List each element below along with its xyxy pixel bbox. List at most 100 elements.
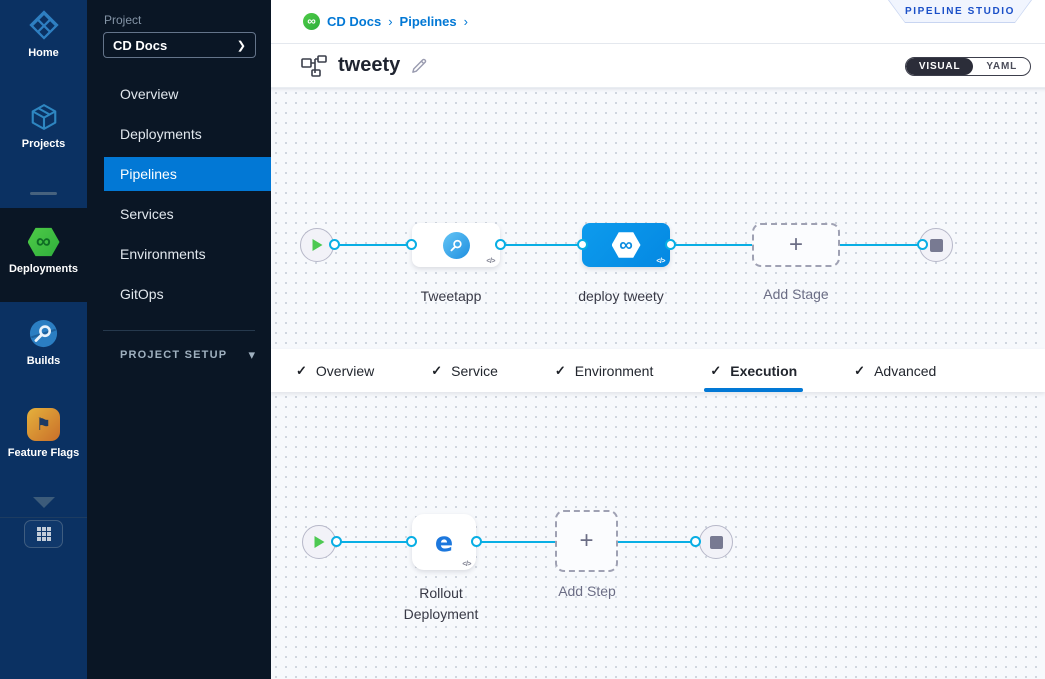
rail-item-builds[interactable]: Builds <box>0 318 87 368</box>
tab-service[interactable]: ✓ Service <box>431 362 498 379</box>
add-stage-node[interactable]: + <box>752 223 840 267</box>
rail-item-label: Deployments <box>8 263 79 275</box>
add-stage-label: Add Stage <box>763 286 829 302</box>
node-port[interactable] <box>406 239 417 250</box>
node-port[interactable] <box>690 536 701 547</box>
project-name: CD Docs <box>113 37 168 53</box>
node-port[interactable] <box>329 239 340 250</box>
project-selector[interactable]: CD Docs ❯ <box>103 32 256 58</box>
check-icon: ✓ <box>554 362 566 378</box>
play-icon <box>312 239 322 251</box>
pipeline-studio-badge-label: PIPELINE STUDIO <box>904 5 1016 17</box>
toggle-visual[interactable]: VISUAL <box>905 58 974 75</box>
sidebar-menu: Overview Deployments Pipelines Services … <box>87 74 271 314</box>
ci-circle-icon <box>29 319 58 348</box>
sidebar-item-pipelines[interactable]: Pipelines <box>104 157 271 191</box>
sidebar-item-environments[interactable]: Environments <box>120 246 206 262</box>
execution-end-node[interactable] <box>699 525 733 559</box>
check-icon: ✓ <box>854 362 866 378</box>
k8s-rolling-icon: e <box>434 526 454 558</box>
code-icon[interactable]: </> <box>656 258 665 265</box>
check-icon: ✓ <box>296 362 307 378</box>
sidebar-divider <box>103 330 255 331</box>
breadcrumb-separator-icon: › <box>388 14 393 29</box>
projects-cube-icon <box>31 104 56 130</box>
module-rail: Home Projects ∞ Deployments Builds ⚑ Fea… <box>0 0 87 679</box>
grid-icon <box>36 527 51 541</box>
stage-label: Tweetapp <box>420 288 482 304</box>
project-label: Project <box>104 13 142 27</box>
node-port[interactable] <box>917 239 928 250</box>
rail-item-feature-flags[interactable]: ⚑ Feature Flags <box>0 408 87 460</box>
node-port[interactable] <box>471 536 482 547</box>
node-port[interactable] <box>331 536 342 547</box>
execution-canvas[interactable]: e </> + Rollout Deployment Add Step <box>271 392 1045 679</box>
stop-icon <box>709 535 723 549</box>
stage-label: deploy tweety <box>578 288 664 304</box>
play-icon <box>314 536 324 548</box>
pipeline-flowchart-icon <box>301 54 327 77</box>
stage-config-tabs: ✓ Overview ✓ Service ✓ Environment ✓ Exe… <box>271 349 1045 392</box>
main-area: ∞ CD Docs › Pipelines › PIPELINE STUDIO … <box>271 0 1045 679</box>
connector-line <box>840 244 922 246</box>
breadcrumb-separator-icon: › <box>463 14 468 29</box>
node-port[interactable] <box>406 536 417 547</box>
chevron-right-icon: ❯ <box>236 39 246 52</box>
project-setup-label: PROJECT SETUP <box>120 349 228 361</box>
step-node-rollout-deployment[interactable]: e </> <box>412 514 476 570</box>
add-step-label: Add Step <box>558 583 616 599</box>
stop-icon <box>929 238 943 252</box>
tab-overview[interactable]: ✓ Overview <box>296 362 375 379</box>
stage-node-deploy-tweety[interactable]: ∞ </> <box>582 223 670 267</box>
node-port[interactable] <box>495 239 506 250</box>
pipeline-name: tweety <box>338 54 401 76</box>
code-icon[interactable]: </> <box>462 561 471 568</box>
cd-stage-icon: ∞ <box>611 232 641 258</box>
feature-flag-icon: ⚑ <box>27 408 60 441</box>
rail-item-label: Projects <box>21 138 66 150</box>
step-label: Rollout Deployment <box>403 585 479 622</box>
sidebar-item-deployments[interactable]: Deployments <box>120 126 202 142</box>
chevron-down-icon: ▾ <box>248 347 255 362</box>
connector-line <box>618 541 695 543</box>
rail-item-projects[interactable]: Projects <box>0 102 87 151</box>
breadcrumb-link-project[interactable]: CD Docs <box>327 14 382 29</box>
node-port[interactable] <box>577 239 588 250</box>
home-icon <box>28 10 59 40</box>
edit-pencil-icon[interactable] <box>410 56 429 75</box>
rail-section-divider <box>30 192 57 195</box>
sidebar-item-gitops[interactable]: GitOps <box>120 286 164 302</box>
connector-line <box>670 244 752 246</box>
rail-item-label: Builds <box>26 355 61 367</box>
tab-environment[interactable]: ✓ Environment <box>554 362 654 379</box>
pipeline-studio-badge: PIPELINE STUDIO <box>888 0 1032 23</box>
code-icon[interactable]: </> <box>486 258 495 265</box>
connector-line <box>336 541 411 543</box>
tab-execution[interactable]: ✓ Execution <box>704 349 803 392</box>
sidebar-item-overview[interactable]: Overview <box>120 86 179 102</box>
stage-canvas[interactable]: </> ∞ </> + Tweetapp deploy tweety Add S… <box>271 88 1045 349</box>
connector-line <box>334 244 411 246</box>
tab-advanced[interactable]: ✓ Advanced <box>854 362 937 379</box>
rail-item-label: Feature Flags <box>7 447 80 459</box>
add-step-node[interactable]: + <box>555 510 618 572</box>
rail-item-deployments[interactable]: ∞ Deployments <box>0 227 87 276</box>
check-icon: ✓ <box>431 362 443 378</box>
rail-divider <box>0 517 87 518</box>
visual-yaml-toggle: VISUAL YAML <box>904 57 1031 76</box>
toggle-yaml[interactable]: YAML <box>986 61 1017 72</box>
module-grid-button[interactable] <box>24 520 63 548</box>
stage-node-tweetapp[interactable]: </> <box>412 223 500 267</box>
execution-start-node[interactable] <box>302 525 336 559</box>
breadcrumb-link-pipelines[interactable]: Pipelines <box>399 14 457 29</box>
deploy-stage-icon <box>442 231 470 259</box>
rail-expand-chevron-icon[interactable] <box>33 497 55 508</box>
project-setup-toggle[interactable]: PROJECT SETUP ▾ <box>120 347 255 363</box>
rail-item-home[interactable]: Home <box>0 9 87 60</box>
plus-icon: + <box>579 527 594 554</box>
cd-hexagon-icon: ∞ <box>27 227 60 257</box>
pipeline-start-node[interactable] <box>300 228 334 262</box>
node-port[interactable] <box>665 239 676 250</box>
sidebar-item-services[interactable]: Services <box>120 206 174 222</box>
